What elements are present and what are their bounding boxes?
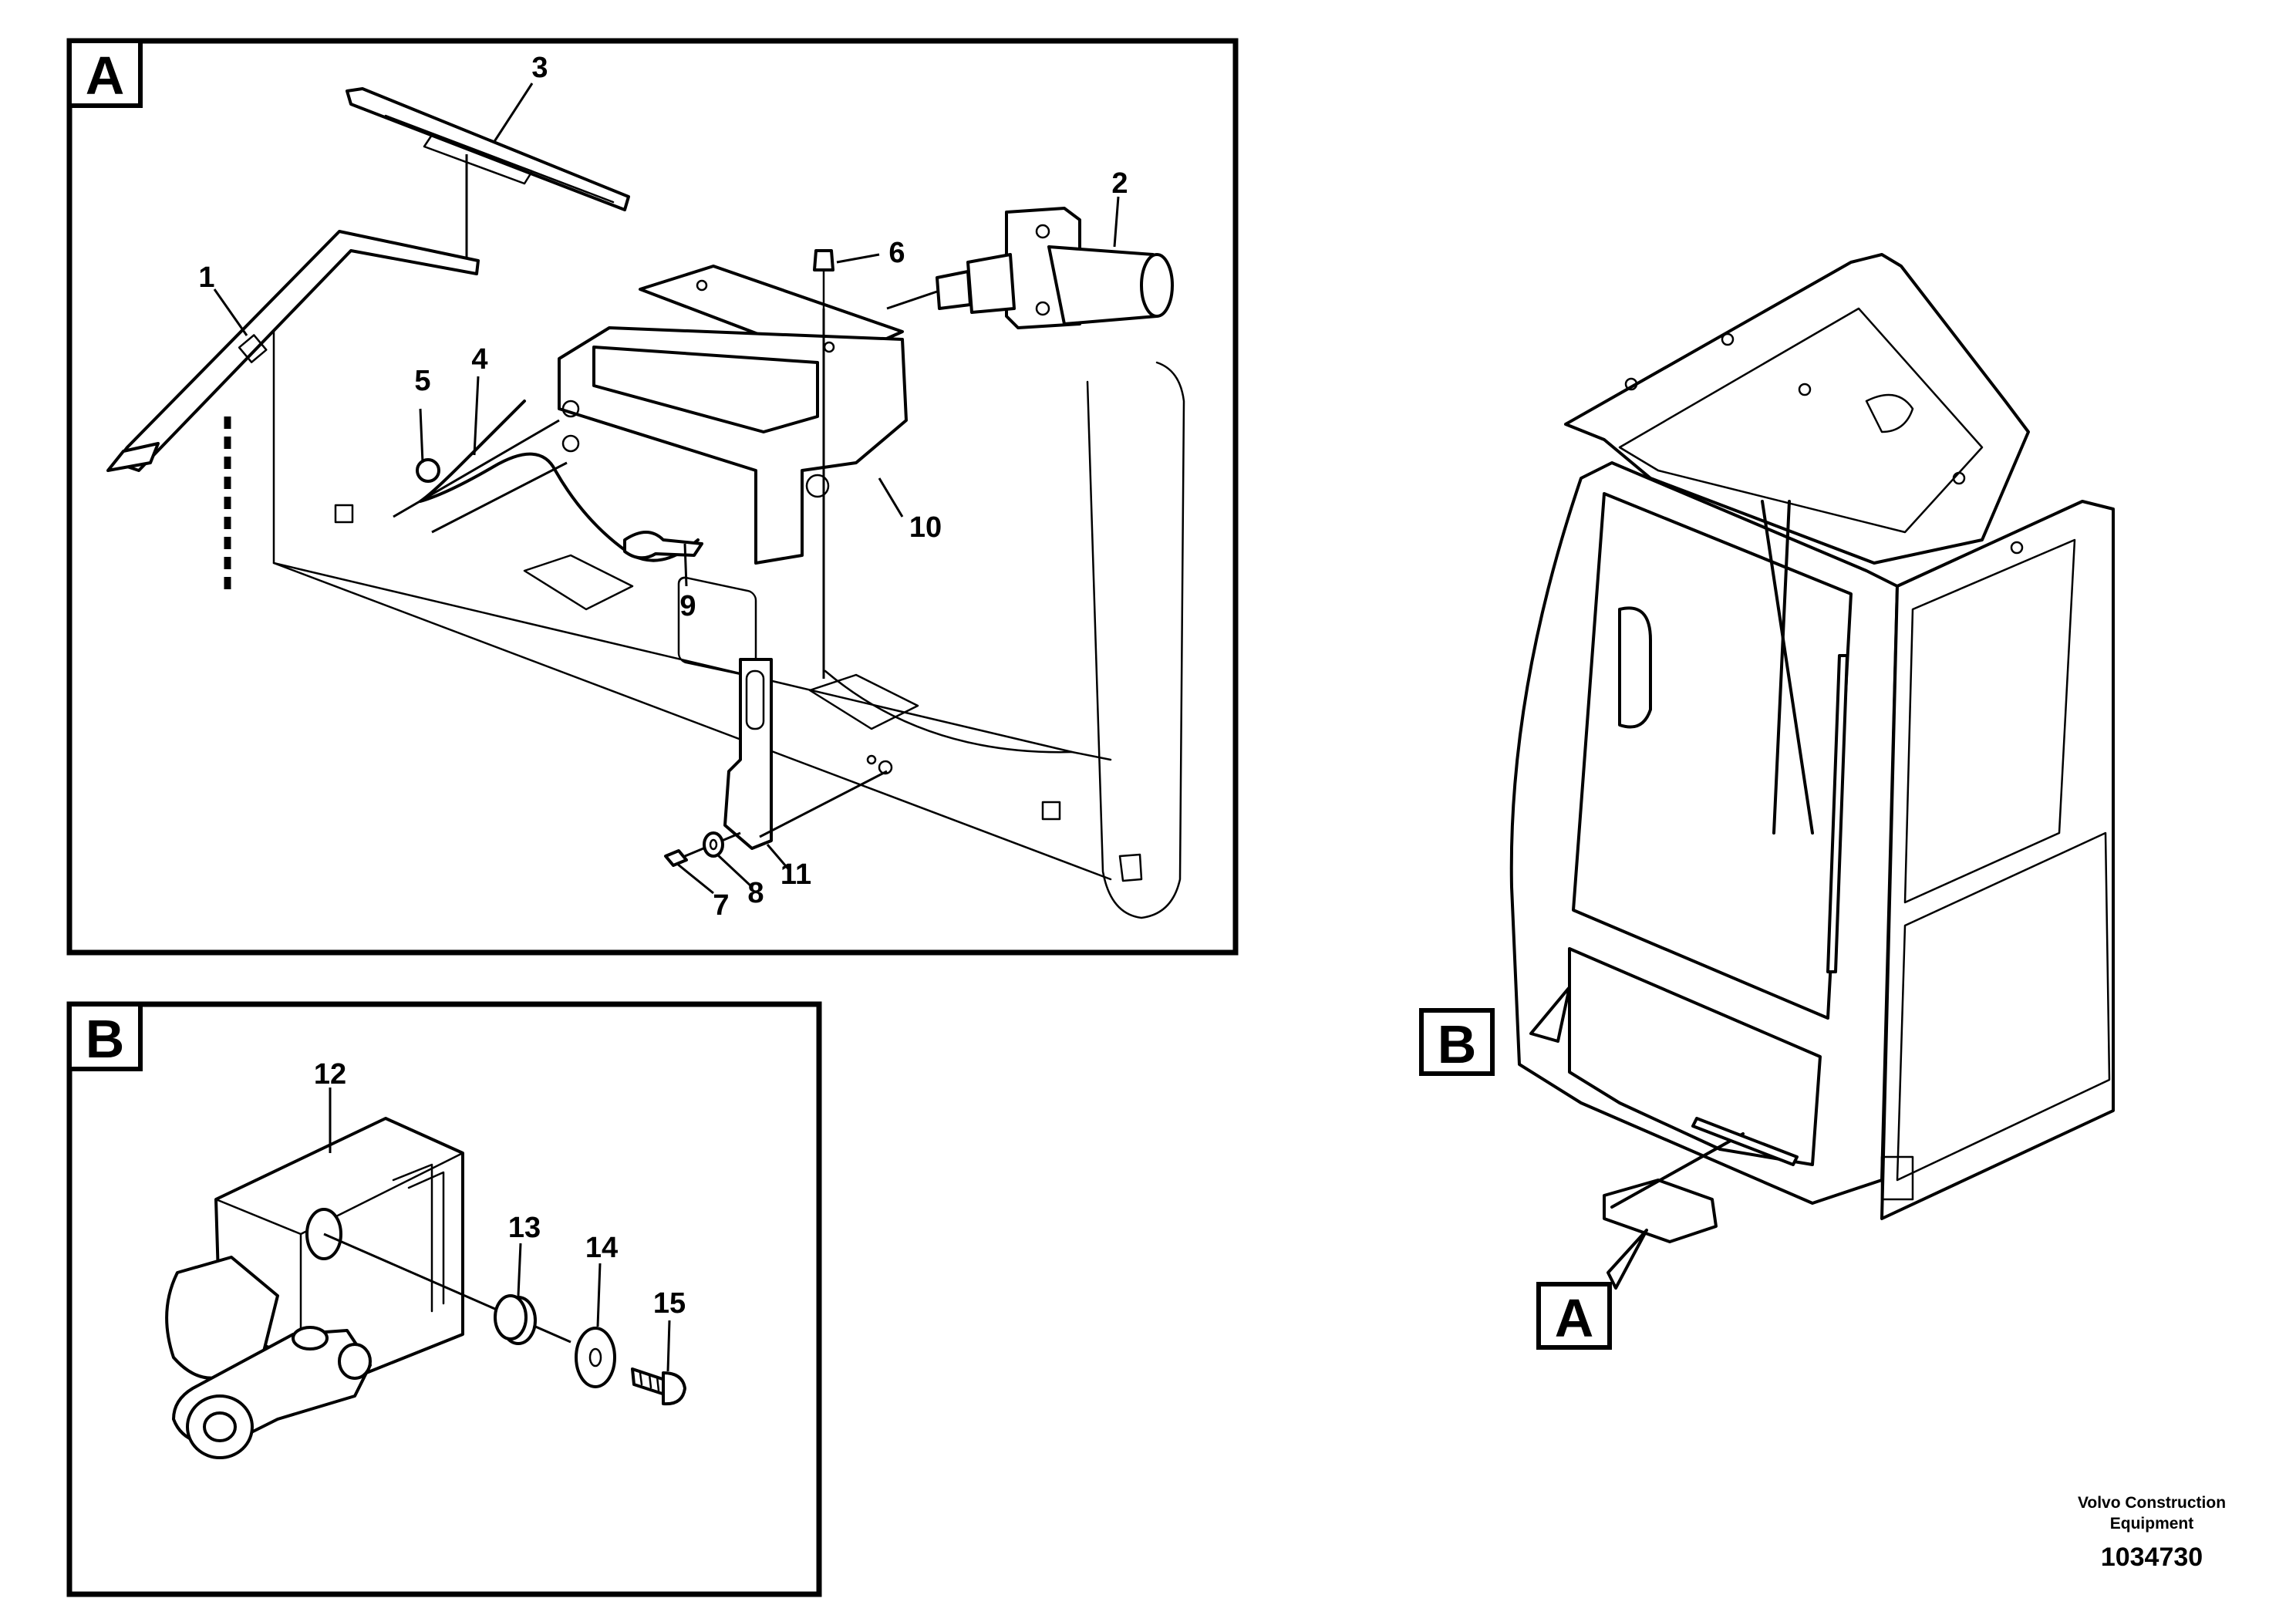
cab-handle: [1618, 606, 1652, 729]
leader-7: [676, 862, 714, 895]
wiper-blade: [346, 87, 630, 262]
leader-11: [766, 844, 792, 872]
overview-tag-a: A: [1536, 1229, 1648, 1350]
leader-3: [492, 83, 534, 143]
callout-15: 15: [653, 1287, 686, 1320]
leader-14: [596, 1263, 602, 1327]
view-b-tag-box: [67, 1002, 143, 1071]
callout-11: 11: [781, 858, 811, 891]
view-b-tag-label: B: [86, 1009, 125, 1069]
leader-8: [716, 853, 754, 889]
callout-4: 4: [471, 343, 487, 376]
pad-right: [808, 673, 919, 730]
view-b: B: [66, 1001, 822, 1597]
callout-14: 14: [585, 1232, 618, 1264]
pad-left: [523, 554, 634, 611]
bracket-screw: [813, 249, 834, 679]
leader-2: [1113, 196, 1120, 248]
view-b-frame: [66, 1001, 822, 1597]
callout-5: 5: [414, 365, 430, 397]
wall-bolt-2: [1041, 801, 1061, 821]
callout-3: 3: [531, 52, 548, 84]
spacer: [494, 1294, 537, 1345]
strap-bolt: [664, 831, 741, 867]
callout-6: 6: [888, 237, 905, 269]
document-footer: Volvo Construction Equipment 1034730: [2078, 1494, 2226, 1572]
lower-wiper-blade: [1691, 1117, 1799, 1166]
leader-10: [878, 477, 904, 518]
front-wiper-blade: [1826, 654, 1849, 973]
front-wiper-arm: [1761, 500, 1814, 835]
callout-8: 8: [747, 877, 764, 909]
cab-latch: [1880, 1155, 1914, 1201]
cable-clip: [623, 531, 703, 560]
document-number: 1034730: [2101, 1543, 2203, 1572]
lower-windshield: [1568, 947, 1822, 1166]
overview-tag-a-box: [1536, 1282, 1612, 1350]
wall-bolt-1: [334, 504, 354, 524]
overview-tag-a-label: A: [1555, 1288, 1594, 1348]
washer: [575, 1327, 616, 1388]
rear-wiper-motor: [165, 1117, 464, 1459]
overview-tag-b-label: B: [1438, 1014, 1477, 1074]
leader-13: [517, 1243, 522, 1297]
wiper-arm: [106, 230, 480, 472]
support-strap: [723, 658, 893, 850]
view-a-tag-box: [67, 39, 143, 108]
cab-wall-outline: [272, 307, 1185, 919]
motor-screw: [631, 1367, 686, 1406]
view-a: A: [66, 38, 1239, 956]
overview-tag-b: B: [1419, 986, 1571, 1076]
wiper-motor: [886, 207, 1174, 329]
company-line-1: Volvo Construction: [2078, 1494, 2226, 1512]
callout-7: 7: [713, 889, 729, 922]
strap-washer: [703, 831, 724, 858]
leader-6: [836, 253, 880, 264]
overview-tag-b-box: [1419, 1008, 1495, 1076]
leader-1: [213, 288, 248, 336]
motor-bracket: [558, 265, 908, 677]
callout-9: 9: [679, 590, 696, 622]
callout-12: 12: [314, 1058, 346, 1091]
leader-4: [473, 376, 480, 456]
leader-15: [666, 1320, 671, 1372]
cab-overview: [1509, 253, 2115, 1243]
grommet: [416, 458, 440, 483]
company-line-2: Equipment: [2110, 1515, 2194, 1533]
callout-10: 10: [909, 511, 942, 544]
callout-13: 13: [508, 1212, 541, 1244]
view-a-tag-label: A: [86, 46, 125, 106]
view-a-frame: [66, 38, 1239, 956]
callout-1: 1: [198, 261, 214, 294]
leader-9: [683, 543, 688, 587]
callout-2: 2: [1111, 167, 1128, 200]
cab-roof: [1564, 253, 2030, 565]
lower-wiper-assembly: [1603, 1179, 1718, 1243]
leader-5: [419, 408, 424, 464]
